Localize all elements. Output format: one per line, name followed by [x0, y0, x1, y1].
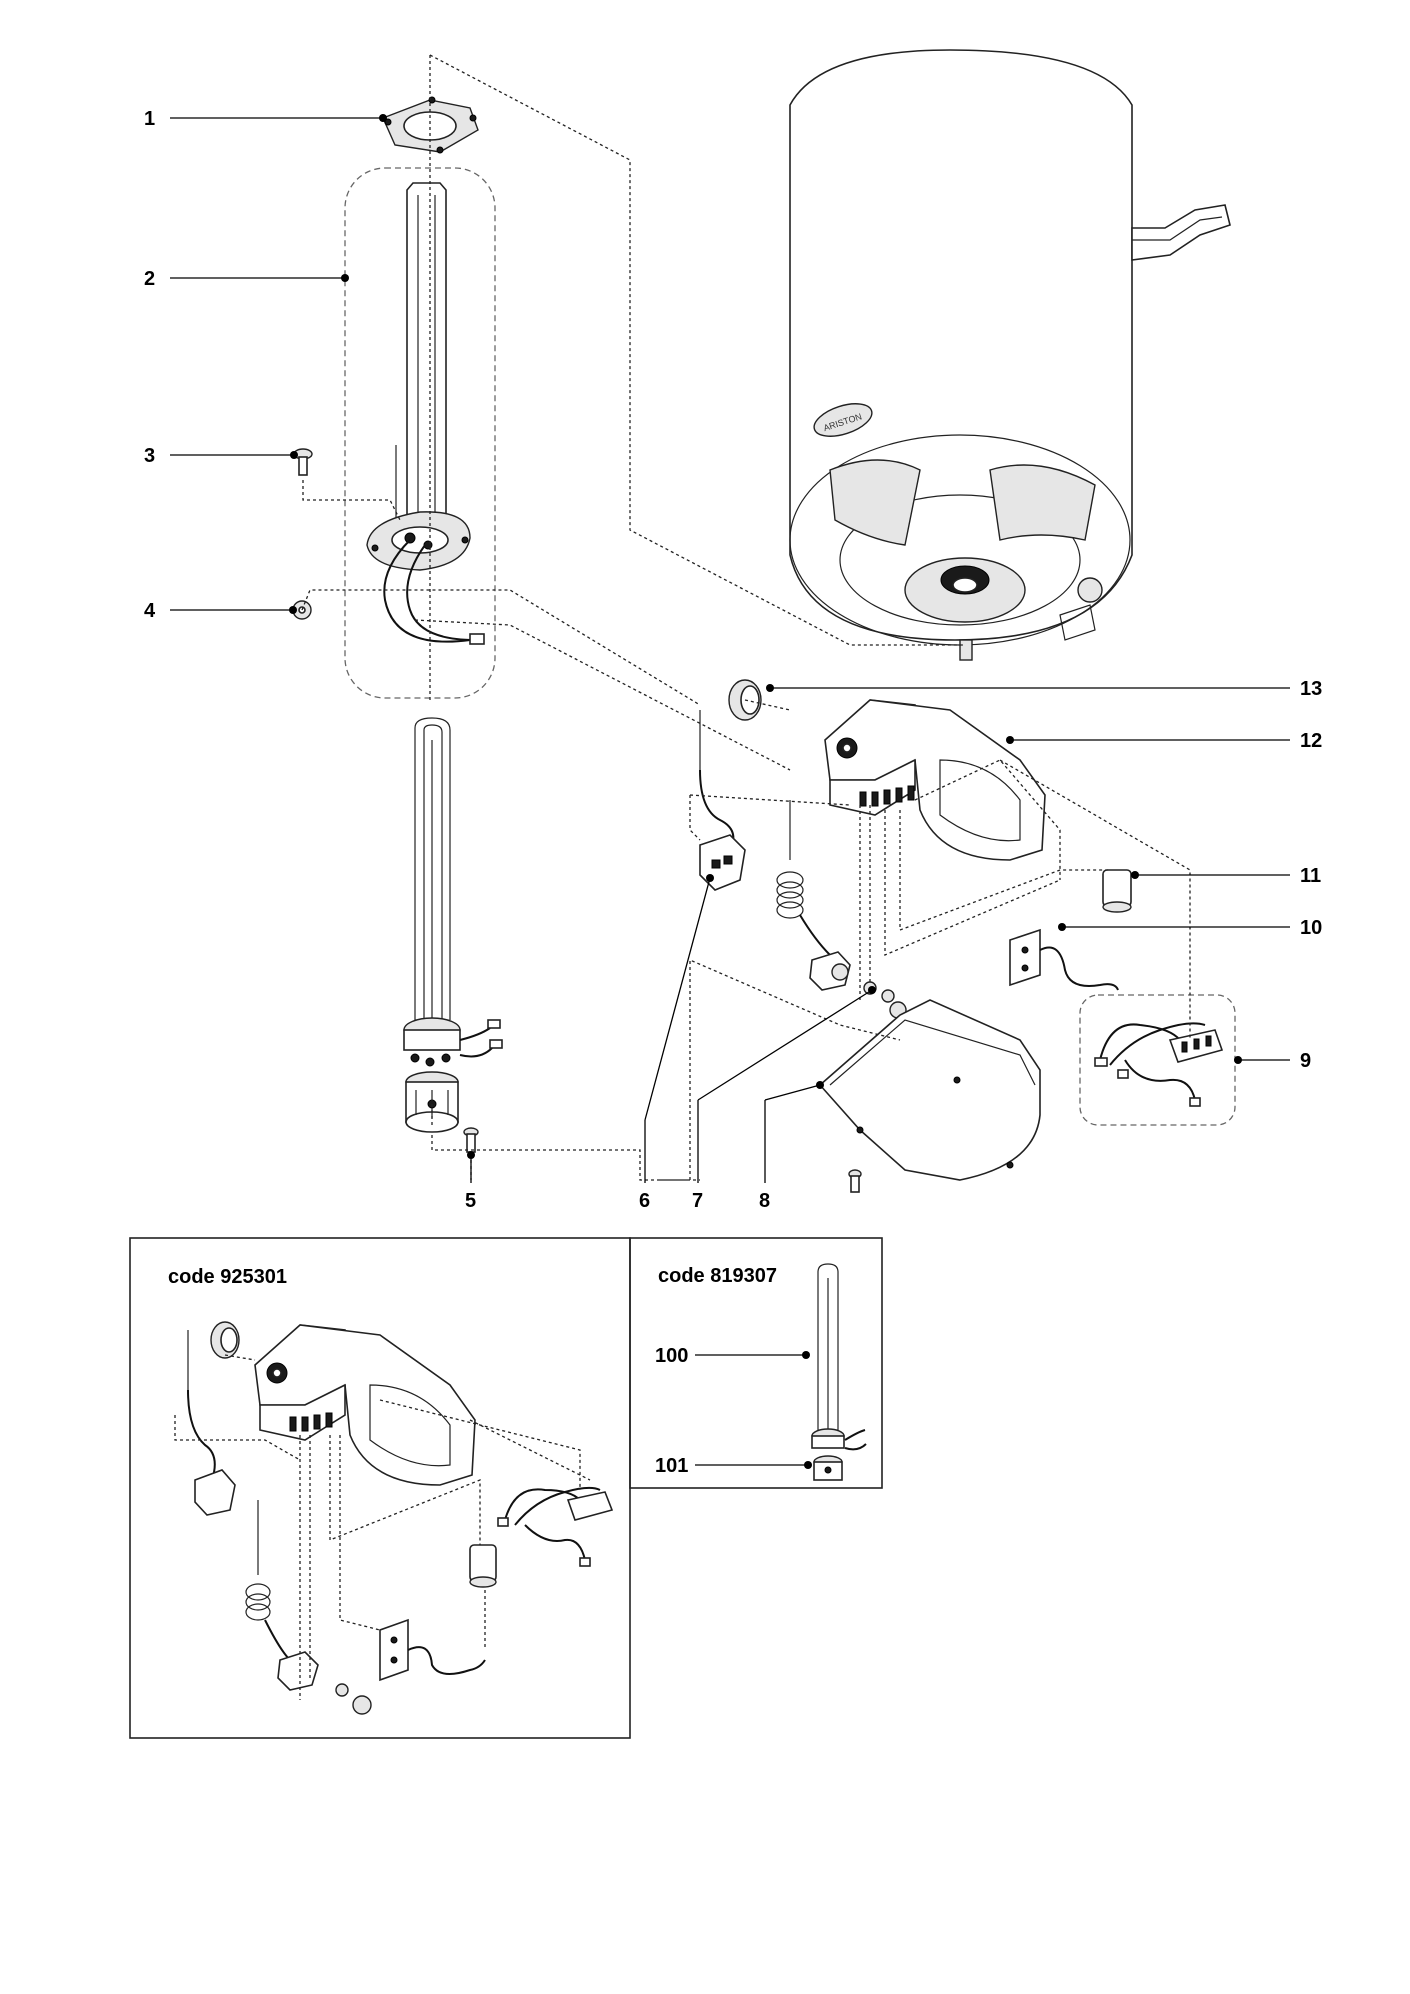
flange-gasket	[382, 96, 479, 154]
thermostat	[699, 834, 746, 891]
anode-flange-group-outline	[344, 167, 496, 699]
safety-thermostat	[776, 800, 851, 991]
inset-thermostat	[187, 1330, 236, 1516]
callout-4: 4	[144, 600, 156, 622]
water-tank: ARISTON	[789, 49, 1231, 661]
callout-6: 6	[639, 1190, 650, 1212]
callout-101: 101	[655, 1455, 688, 1477]
anode-rod	[406, 182, 447, 531]
callout-100: 100	[655, 1345, 688, 1367]
callout-13: 13	[1300, 678, 1322, 700]
inset-harness	[497, 1486, 614, 1567]
bottom-cover	[818, 999, 1041, 1181]
inset-support	[379, 1618, 486, 1682]
callout-7: 7	[692, 1190, 703, 1212]
element-flange	[366, 445, 485, 645]
thermostat-probe	[699, 710, 735, 851]
callout-5: 5	[465, 1190, 476, 1212]
callout-10: 10	[1300, 917, 1322, 939]
callout-8: 8	[759, 1190, 770, 1212]
cover-screw	[848, 1169, 862, 1193]
inset-heating-element: code 819307 100 101	[629, 1237, 883, 1489]
inset-element-rod	[811, 1263, 867, 1451]
assembly-lines	[301, 54, 1191, 1181]
heating-element	[403, 717, 503, 1067]
callout-9: 9	[1300, 1050, 1311, 1072]
thermostat-bracket	[824, 699, 1046, 861]
callout-2: 2	[144, 268, 155, 290]
terminal-screw	[463, 1127, 479, 1153]
indicator-lamp	[1102, 869, 1132, 913]
inset-lamp	[469, 1544, 497, 1588]
inset-terminal-block	[813, 1455, 843, 1481]
callout-11: 11	[1300, 865, 1321, 887]
inset-assembly-lines	[174, 1354, 591, 1700]
inset-safety-thermostat	[245, 1500, 372, 1715]
callout-12: 12	[1300, 730, 1322, 752]
inset-heating-element-title: code 819307	[658, 1265, 777, 1287]
inset-bracket	[254, 1324, 476, 1486]
wiring-harness	[1094, 1022, 1224, 1107]
inset-thermostat-kit: code 925301	[129, 1237, 631, 1739]
callout-1: 1	[144, 108, 155, 130]
inset-thermostat-kit-title: code 925301	[168, 1266, 287, 1288]
callout-labels: 1 2 3 4 5 6 7 8 9 10 11 12 13	[144, 108, 1322, 1212]
callout-leaders	[170, 114, 1290, 1183]
inset-control-knob	[210, 1321, 240, 1359]
callout-3: 3	[144, 445, 155, 467]
terminal-support	[1009, 928, 1119, 991]
